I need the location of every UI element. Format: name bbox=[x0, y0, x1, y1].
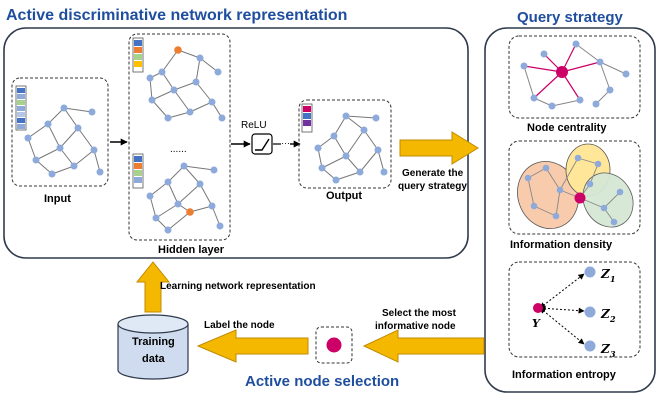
select-label-line1: Select the most bbox=[382, 308, 457, 319]
density-cluster-green bbox=[582, 172, 634, 228]
centrality-edges bbox=[523, 43, 627, 107]
entropy-z3-label: Z bbox=[600, 342, 611, 356]
entropy-node-z2 bbox=[584, 306, 596, 318]
information-density-border bbox=[508, 140, 641, 235]
query-strategy-frame bbox=[484, 27, 656, 393]
hidden-top-nodes bbox=[146, 54, 226, 122]
training-label-line1: Training bbox=[132, 336, 175, 348]
active-node-selection-title: Active node selection bbox=[245, 373, 399, 390]
input-graph-panel bbox=[11, 77, 109, 187]
hidden-top-highlight-node bbox=[174, 46, 182, 54]
label-node-label: Label the node bbox=[204, 320, 275, 331]
hidden-bottom-highlight-node bbox=[186, 208, 194, 216]
relu-ellipsis: ··· bbox=[281, 138, 290, 148]
centrality-central-node bbox=[556, 66, 568, 78]
centrality-nodes bbox=[520, 40, 630, 110]
hidden-layer-panel: ...... bbox=[128, 33, 231, 241]
density-nodes bbox=[524, 154, 624, 226]
output-graph-edges bbox=[317, 115, 385, 181]
output-feature-vector bbox=[301, 103, 313, 133]
relu-activation-icon bbox=[251, 133, 273, 155]
entropy-z2-label: Z bbox=[600, 307, 611, 321]
hidden-bottom-nodes bbox=[146, 162, 224, 234]
select-node-arrow bbox=[362, 329, 485, 363]
generate-label-line2: query strategy bbox=[398, 181, 467, 192]
output-label: Output bbox=[326, 190, 362, 202]
entropy-node-z1 bbox=[584, 266, 596, 278]
density-selected-node bbox=[574, 192, 586, 204]
information-entropy-panel: Y Z 1 Z 2 Z 3 bbox=[508, 261, 641, 359]
output-graph-nodes bbox=[314, 112, 388, 184]
hidden-top-edges bbox=[149, 49, 223, 119]
information-entropy-border bbox=[508, 261, 641, 358]
query-strategy-title: Query strategy bbox=[517, 9, 624, 26]
information-density-panel bbox=[508, 140, 641, 235]
relu-label: ReLU bbox=[241, 120, 267, 131]
label-node-arrow bbox=[196, 329, 309, 363]
entropy-link-z1 bbox=[539, 273, 585, 309]
hidden-feature-vector-top bbox=[132, 37, 144, 73]
input-label: Input bbox=[44, 193, 71, 205]
node-centrality-border bbox=[508, 35, 641, 119]
hidden-ellipsis: ...... bbox=[170, 144, 187, 155]
input-graph-nodes bbox=[24, 104, 104, 178]
learning-label: Learning network representation bbox=[160, 281, 316, 292]
entropy-z2-sub: 2 bbox=[609, 314, 616, 324]
output-graph-panel bbox=[298, 99, 392, 189]
information-entropy-label: Information entropy bbox=[512, 369, 617, 381]
entropy-z1-sub: 1 bbox=[610, 274, 616, 284]
information-density-label: Information density bbox=[510, 239, 613, 251]
learning-representation-arrow bbox=[135, 261, 171, 313]
generate-label-line1: Generate the bbox=[402, 168, 464, 179]
input-feature-vector bbox=[15, 85, 27, 131]
entropy-node-y bbox=[533, 303, 543, 313]
database-cylinder-icon bbox=[117, 314, 189, 380]
input-panel-border bbox=[11, 77, 109, 187]
hidden-layer-label: Hidden layer bbox=[158, 244, 225, 256]
training-label-line2: data bbox=[142, 353, 166, 365]
output-panel-border bbox=[298, 99, 392, 189]
entropy-z3-sub: 3 bbox=[610, 349, 616, 359]
main-title: Active discriminative network representa… bbox=[6, 7, 347, 24]
hidden-feature-vector-bottom bbox=[132, 153, 144, 189]
entropy-link-z3 bbox=[539, 307, 585, 345]
select-label-line2: informative node bbox=[375, 321, 456, 332]
generate-query-arrow bbox=[399, 131, 479, 165]
hidden-bottom-edges bbox=[149, 165, 221, 231]
node-centrality-panel bbox=[508, 35, 641, 119]
entropy-node-z3 bbox=[584, 340, 596, 352]
input-graph-edges bbox=[27, 107, 101, 175]
main-frame bbox=[3, 27, 469, 259]
hidden-panel-border bbox=[128, 33, 231, 241]
node-centrality-label: Node centrality bbox=[527, 122, 607, 134]
entropy-link-z2 bbox=[539, 305, 585, 314]
selected-node-icon bbox=[315, 326, 353, 364]
entropy-z1-label: Z bbox=[600, 267, 611, 281]
entropy-y-label: Y bbox=[532, 317, 541, 330]
